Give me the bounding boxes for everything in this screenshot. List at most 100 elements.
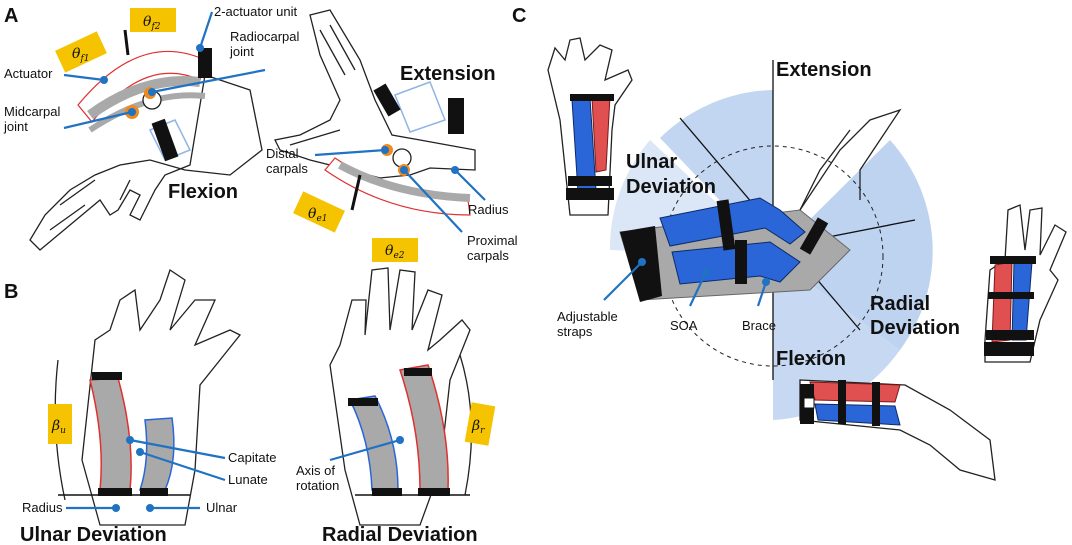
flexion-strap xyxy=(198,48,212,78)
leader-axis-of-rotation xyxy=(329,438,401,462)
small-hand-ulnar xyxy=(547,37,633,216)
leader-lunate xyxy=(139,450,226,482)
extension-finger-lines xyxy=(289,24,356,146)
small-hand-radial xyxy=(984,204,1067,363)
main-strap-middle xyxy=(716,199,736,251)
label-axis-of-rotation-1: Axis of xyxy=(296,463,335,478)
title-extension: Extension xyxy=(400,63,496,85)
svg-text:βr: βr xyxy=(471,418,485,436)
leader-two-actuator-unit xyxy=(198,11,214,49)
label-midcarpal-joint-2: joint xyxy=(3,119,28,134)
flexion-hand-outline xyxy=(29,74,263,251)
leader-distal-carpals xyxy=(314,148,386,157)
label-two-actuator-unit: 2-actuator unit xyxy=(214,4,297,19)
extension-hand-outline xyxy=(274,9,476,179)
label-ulnar: Ulnar xyxy=(206,500,238,515)
label-brace: Brace xyxy=(742,318,776,333)
label-lunate: Lunate xyxy=(228,472,268,487)
extension-brace xyxy=(338,161,471,202)
title-ulnar-deviation: Ulnar Deviation xyxy=(20,524,167,545)
extension-hand-illustration xyxy=(274,9,476,216)
panel-label-b: B xyxy=(4,281,18,303)
extension-carpal-bone xyxy=(392,148,412,168)
leader-proximal-carpals xyxy=(403,169,463,233)
title-radial-deviation: Radial Deviation xyxy=(322,524,478,545)
label-adjustable-straps-2: straps xyxy=(557,324,593,339)
radial-strap-top xyxy=(348,398,378,406)
flexion-strap-lower xyxy=(151,118,179,162)
ulnar-strap-bottom xyxy=(98,488,132,496)
panel-label-c: C xyxy=(512,5,526,27)
label-actuator: Actuator xyxy=(4,66,53,81)
label-radial-deviation-c-2: Deviation xyxy=(870,317,960,339)
extension-unit-divider xyxy=(350,174,362,211)
small-flexion-red xyxy=(809,381,901,403)
svg-text:βu: βu xyxy=(51,418,66,436)
leader-actuator xyxy=(63,73,105,82)
label-proximal-carpals-1: Proximal xyxy=(467,233,518,248)
tag-theta-e1: θe1 xyxy=(293,191,345,233)
svg-text:θe2: θe2 xyxy=(385,243,405,261)
label-radiocarpal-joint-1: Radiocarpal xyxy=(230,29,299,44)
main-brace-illustration xyxy=(619,108,902,302)
ulnar-strap-top xyxy=(92,372,122,380)
label-flexion-c: Flexion xyxy=(776,348,846,370)
panel-label-a: A xyxy=(4,5,18,27)
ulnar-hand-illustration xyxy=(54,268,242,526)
main-strap-right xyxy=(799,217,829,255)
main-soa-upper xyxy=(659,197,806,247)
leader-radius-a xyxy=(454,169,486,201)
label-radiocarpal-joint-2: joint xyxy=(229,44,254,59)
flexion-range-sector xyxy=(773,256,900,420)
label-midcarpal-joint-1: Midcarpal xyxy=(4,104,60,119)
leader-midcarpal-joint xyxy=(63,110,133,130)
label-ulnar-deviation-c-2: Deviation xyxy=(626,176,716,198)
panel-a: A θf1 θf2 2-actuator xyxy=(3,4,518,263)
main-hand-outline xyxy=(799,108,902,211)
ulnar-strap-bottom-right xyxy=(140,488,168,496)
radial-hand-illustration xyxy=(329,267,473,526)
label-radius-b: Radius xyxy=(22,500,63,515)
label-ulnar-deviation-c-1: Ulnar xyxy=(626,151,677,173)
label-adjustable-straps-1: Adjustable xyxy=(557,309,618,324)
radial-strap-top-right xyxy=(404,368,432,376)
leader-brace xyxy=(756,281,768,307)
panel-c: C Extension Ulnar Deviation Radial Devia… xyxy=(512,5,1067,481)
label-radius-a: Radius xyxy=(468,202,509,217)
label-radial-deviation-c-1: Radial xyxy=(870,293,930,315)
tag-theta-f1: θf1 xyxy=(55,31,107,73)
tag-beta-r: βr xyxy=(464,402,496,446)
label-proximal-carpals-2: carpals xyxy=(467,248,509,263)
flexion-brace xyxy=(87,76,201,120)
tag-theta-f2: θf2 xyxy=(130,8,176,32)
leader-soa xyxy=(689,271,707,307)
extension-upper-actuator xyxy=(394,81,446,133)
radial-strap-bottom-right xyxy=(418,488,450,496)
flexion-unit-divider xyxy=(123,29,130,56)
svg-text:θe1: θe1 xyxy=(308,206,328,224)
flexion-hand-illustration xyxy=(29,29,263,251)
label-distal-carpals-2: carpals xyxy=(266,161,308,176)
leader-radiocarpal-joint xyxy=(151,68,266,94)
small-arm-flexion xyxy=(799,379,996,481)
radial-range-sector xyxy=(773,140,933,350)
title-flexion: Flexion xyxy=(168,181,238,203)
extension-strap-right xyxy=(448,98,464,134)
label-capitate: Capitate xyxy=(228,450,276,465)
panel-b: B βu Capitate Lunate Radius Ulnar Ulnar xyxy=(4,267,496,545)
radial-strap-bottom xyxy=(372,488,402,496)
label-distal-carpals-1: Distal xyxy=(266,146,299,161)
svg-text:θf2: θf2 xyxy=(143,14,161,32)
extension-strap-upper xyxy=(373,83,401,117)
tag-theta-e2: θe2 xyxy=(372,238,418,262)
main-finger-line xyxy=(799,129,851,211)
leader-capitate xyxy=(129,438,226,460)
svg-text:θf1: θf1 xyxy=(72,46,90,64)
label-soa: SOA xyxy=(670,318,698,333)
radial-hand-outline xyxy=(329,267,471,526)
flexion-finger-lines xyxy=(49,179,131,231)
label-extension-c: Extension xyxy=(776,59,872,81)
label-axis-of-rotation-2: rotation xyxy=(296,478,339,493)
leader-adjustable-straps xyxy=(603,261,643,301)
